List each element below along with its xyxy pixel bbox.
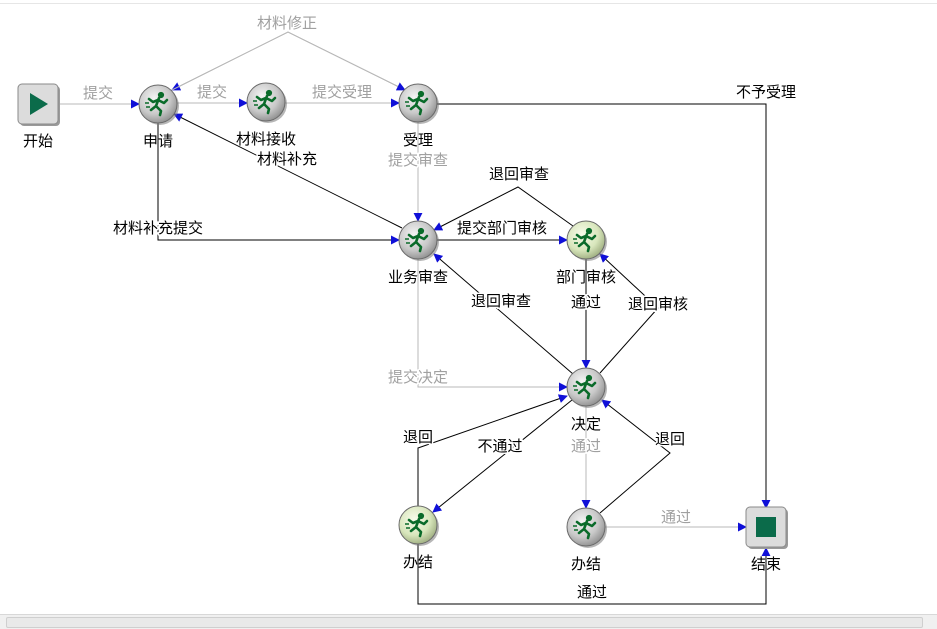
play-icon — [30, 93, 48, 115]
edge-label-review-decision: 提交决定 — [388, 368, 448, 386]
node-accept[interactable]: 受理 — [398, 83, 439, 149]
edge-label-decision-dept-return: 退回审核 — [628, 295, 688, 313]
edge-label-accept-review: 提交审查 — [388, 151, 448, 169]
edge-label-apply-receive: 提交 — [197, 83, 227, 101]
edge-accept-end[interactable] — [437, 103, 771, 509]
node-finish-mid[interactable]: 办结 — [566, 507, 607, 573]
node-label-accept: 受理 — [403, 131, 433, 149]
edge-apply-receive-top[interactable] — [171, 31, 406, 91]
node-apply[interactable]: 申请 — [138, 84, 179, 150]
node-label-review: 业务审查 — [388, 268, 448, 286]
node-decision[interactable]: 决定 — [566, 367, 607, 433]
stop-icon — [756, 517, 776, 537]
edge-label-decision-finish-mid: 通过 — [571, 437, 601, 455]
edge-label-decision-finish-left: 不通过 — [477, 437, 522, 455]
edge-decision-review-return[interactable] — [433, 253, 574, 375]
edge-label-finish-left-decision: 退回 — [403, 428, 433, 446]
edge-review-apply-supplement[interactable] — [173, 113, 403, 229]
edge-label-finish-mid-decision: 退回 — [655, 430, 685, 448]
edge-finish-left-end[interactable] — [417, 544, 771, 605]
node-label-end: 结束 — [751, 555, 781, 573]
edge-label-accept-end: 不予受理 — [736, 83, 796, 101]
edge-label-receive-accept: 提交受理 — [312, 83, 372, 101]
edge-decision-finish-left[interactable] — [432, 399, 573, 513]
node-label-finish-mid: 办结 — [571, 555, 601, 573]
edge-accept-apply-correction[interactable] — [171, 31, 406, 91]
edge-label-accept-apply-correction: 材料修正 — [257, 14, 317, 32]
labels-layer: 提交提交提交受理材料修正不予受理材料补充提交审查材料补充提交提交部门审核退回审查… — [81, 13, 797, 603]
edge-finish-left-decision[interactable] — [417, 394, 568, 506]
edge-label-finish-left-end: 通过 — [577, 583, 607, 601]
edge-finish-mid-decision[interactable] — [599, 399, 671, 514]
edge-label-finish-mid-end: 通过 — [661, 508, 691, 526]
edge-label-dept-decision: 通过 — [571, 293, 601, 311]
node-label-start: 开始 — [23, 132, 53, 150]
edge-label-dept-review-return: 退回审查 — [489, 165, 549, 183]
edge-label-review-apply-supplement: 材料补充 — [257, 150, 317, 168]
top-border — [0, 3, 937, 4]
node-dept[interactable]: 部门审核 — [556, 220, 616, 286]
edge-label-decision-review-return: 退回审查 — [471, 292, 531, 310]
horizontal-scrollbar[interactable] — [0, 614, 937, 629]
node-start[interactable]: 开始 — [17, 83, 60, 150]
node-label-dept: 部门审核 — [556, 268, 616, 286]
node-label-decision: 决定 — [571, 415, 601, 433]
node-label-apply: 申请 — [143, 132, 173, 150]
node-review[interactable]: 业务审查 — [388, 220, 448, 286]
scrollbar-thumb[interactable] — [6, 617, 923, 628]
node-end[interactable]: 结束 — [745, 506, 788, 573]
edges-layer — [58, 31, 771, 605]
node-receive[interactable]: 材料接收 — [236, 82, 296, 148]
edge-label-review-dept: 提交部门审核 — [457, 219, 547, 237]
edge-apply-review[interactable] — [157, 123, 400, 245]
node-label-finish-left: 办结 — [403, 553, 433, 571]
node-finish-left[interactable]: 办结 — [398, 505, 439, 571]
edge-review-decision[interactable] — [417, 259, 568, 392]
edge-decision-dept-return[interactable] — [599, 253, 659, 374]
edge-label-start-apply: 提交 — [83, 84, 113, 102]
edge-label-apply-review: 材料补充提交 — [113, 219, 203, 237]
node-label-receive: 材料接收 — [236, 130, 296, 148]
edge-dept-review-return[interactable] — [433, 186, 574, 231]
